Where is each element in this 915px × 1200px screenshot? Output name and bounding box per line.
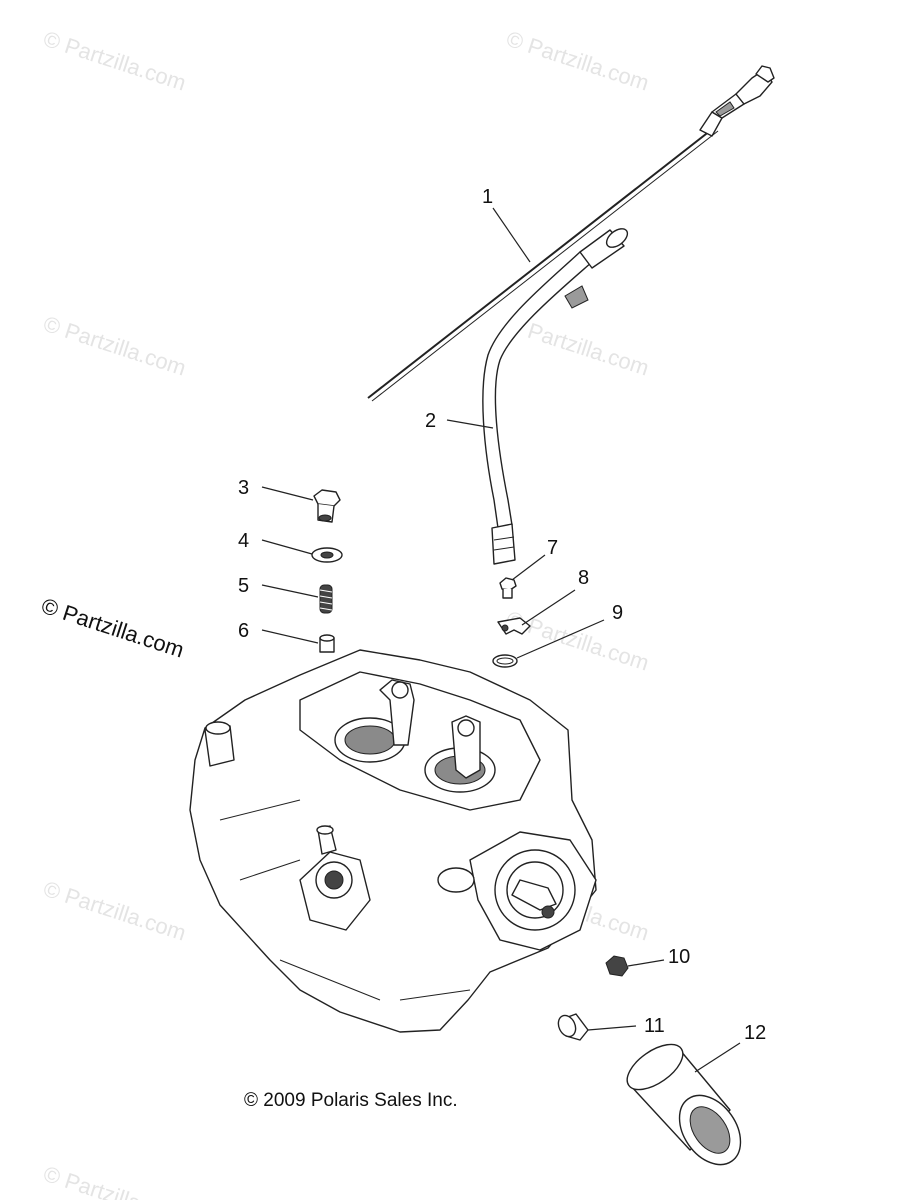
- callout-8: 8: [578, 567, 589, 589]
- callout-3: 3: [238, 477, 249, 499]
- watermark: © Partzilla.com: [40, 876, 189, 946]
- part-dipstick-tube: [482, 228, 629, 565]
- callout-1: 1: [482, 186, 493, 208]
- part-small-bolt: [499, 577, 517, 599]
- part-bolt: [313, 489, 341, 523]
- callout-labels: 1 2 3 4 5 6 7 8 9 10 11 12: [238, 186, 766, 1044]
- watermark: © Partzilla.com: [40, 26, 189, 96]
- callout-7: 7: [547, 537, 558, 559]
- copyright-text: © 2009 Polaris Sales Inc.: [244, 1090, 458, 1111]
- callout-5: 5: [238, 575, 249, 597]
- part-drain-plug: [605, 955, 629, 977]
- callout-6: 6: [238, 620, 249, 642]
- part-pin: [319, 634, 335, 653]
- engine-crankcase: [189, 649, 597, 1033]
- part-fitting: [557, 1013, 589, 1041]
- watermark: © Partzilla.com: [503, 606, 652, 676]
- part-bracket: [497, 617, 531, 635]
- callout-10: 10: [668, 946, 690, 968]
- partzilla-watermark: © Partzilla.com: [38, 593, 187, 663]
- watermark: © Partzilla.com: [40, 1161, 189, 1200]
- watermark: © Partzilla.com: [40, 311, 189, 381]
- watermark: © Partzilla.com: [503, 26, 652, 96]
- callout-4: 4: [238, 530, 249, 552]
- part-spring: [319, 584, 333, 614]
- callout-2: 2: [425, 410, 436, 432]
- part-dipstick: [367, 65, 775, 402]
- callout-9: 9: [612, 602, 623, 624]
- part-washer: [311, 547, 343, 563]
- callout-12: 12: [744, 1022, 766, 1044]
- part-oil-filter: [626, 1043, 742, 1166]
- leader-lines: [261, 207, 741, 1073]
- part-o-ring: [492, 654, 518, 668]
- callout-11: 11: [644, 1015, 665, 1037]
